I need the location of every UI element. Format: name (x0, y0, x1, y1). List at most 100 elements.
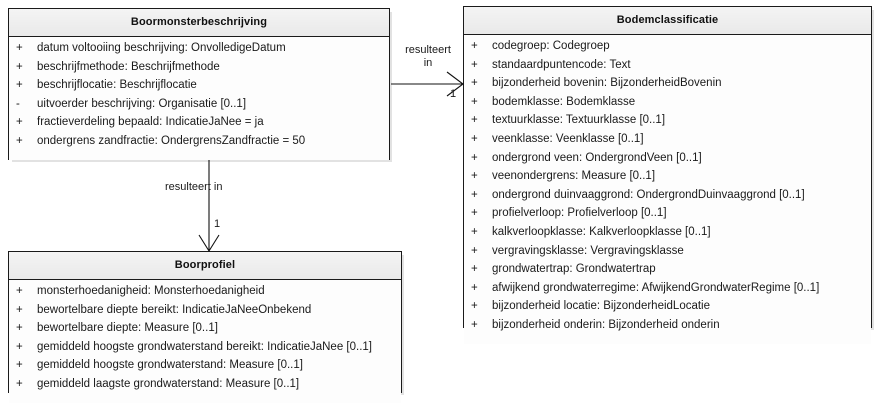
visibility-marker: + (16, 116, 23, 129)
attribute-text: beschrijflocatie: Beschrijflocatie (37, 79, 197, 92)
attribute-row: + veenklasse: Veenklasse [0..1] (464, 133, 871, 152)
visibility-marker: - (16, 97, 20, 110)
attribute-text: vergravingsklasse: Vergravingsklasse (492, 244, 684, 257)
attribute-text: uitvoerder beschrijving: Organisatie [0.… (37, 97, 247, 110)
visibility-marker: + (471, 318, 478, 331)
attribute-row: + beschrijflocatie: Beschrijflocatie (9, 79, 389, 98)
attribute-row: + profielverloop: Profielverloop [0..1] (464, 207, 871, 226)
attribute-text: ondergrond duinvaaggrond: OndergrondDuin… (492, 188, 805, 201)
visibility-marker: + (16, 134, 23, 147)
visibility-marker: + (16, 377, 23, 390)
visibility-marker: + (471, 263, 478, 276)
association-multiplicity-horizontal: 1 (450, 88, 457, 100)
attribute-text: bewortelbare diepte: Measure [0..1] (37, 322, 218, 335)
visibility-marker: + (471, 40, 478, 52)
attribute-text: gemiddeld hoogste grondwaterstand: Measu… (37, 359, 303, 372)
class-title-boorprofiel: Boorprofiel (9, 252, 401, 280)
visibility-marker: + (471, 225, 478, 238)
visibility-marker: + (471, 95, 478, 108)
attribute-row: + bewortelbare diepte: Measure [0..1] (9, 322, 401, 341)
visibility-marker: + (16, 285, 23, 297)
visibility-marker: + (471, 151, 478, 164)
attribute-text: bodemklasse: Bodemklasse (492, 95, 636, 108)
attribute-text: standaardpuntencode: Text (492, 58, 631, 71)
association-label-horizontal-line1: resulteert (405, 44, 451, 56)
attribute-text: afwijkend grondwaterregime: AfwijkendGro… (492, 281, 820, 294)
visibility-marker: + (471, 58, 478, 71)
visibility-marker: + (16, 79, 23, 92)
attribute-text: bijzonderheid onderin: Bijzonderheid ond… (492, 318, 720, 331)
attribute-row: + ondergrens zandfractie: OndergrensZand… (9, 135, 389, 154)
class-title-bodemclassificatie: Bodemclassificatie (464, 7, 871, 35)
attribute-row: + datum voltooiing beschrijving: Onvolle… (9, 42, 389, 61)
attribute-row: + bijzonderheid locatie: BijzonderheidLo… (464, 300, 871, 319)
visibility-marker: + (16, 42, 23, 54)
attribute-text: gemiddeld laagste grondwaterstand: Measu… (37, 377, 300, 390)
attribute-text: datum voltooiing beschrijving: Onvolledi… (37, 42, 286, 54)
visibility-marker: + (471, 188, 478, 201)
attribute-text: textuurklasse: Textuurklasse [0..1] (492, 114, 666, 127)
visibility-marker: + (16, 359, 23, 372)
visibility-marker: + (16, 60, 23, 73)
attribute-row: + grondwatertrap: Grondwatertrap (464, 263, 871, 282)
visibility-marker: + (471, 114, 478, 127)
attribute-text: kalkverloopklasse: Kalkverloopklasse [0.… (492, 225, 711, 238)
class-box-boorprofiel[interactable]: Boorprofiel + monsterhoedanigheid: Monst… (8, 251, 402, 403)
association-label-vertical: resulteert in (165, 181, 223, 193)
visibility-marker: + (471, 77, 478, 90)
class-box-boormonsterbeschrijving[interactable]: Boormonsterbeschrijving + datum voltooii… (8, 8, 390, 160)
visibility-marker: + (16, 303, 23, 316)
attribute-row: + beschrijfmethode: Beschrijfmethode (9, 61, 389, 80)
attribute-row: + ondergrond duinvaaggrond: OndergrondDu… (464, 189, 871, 208)
attribute-row: + bewortelbare diepte bereikt: Indicatie… (9, 304, 401, 323)
attribute-row: - uitvoerder beschrijving: Organisatie [… (9, 98, 389, 117)
association-label-horizontal-line2: in (423, 57, 433, 69)
visibility-marker: + (471, 300, 478, 313)
attribute-row: + monsterhoedanigheid: Monsterhoedanighe… (9, 285, 401, 304)
visibility-marker: + (16, 322, 23, 335)
attribute-row: + fractieverdeling bepaald: IndicatieJaN… (9, 116, 389, 135)
attribute-text: grondwatertrap: Grondwatertrap (492, 263, 656, 276)
visibility-marker: + (471, 132, 478, 145)
attribute-row: + gemiddeld hoogste grondwaterstand: Mea… (9, 359, 401, 378)
attribute-text: fractieverdeling bepaald: IndicatieJaNee… (37, 116, 264, 129)
attribute-text: bewortelbare diepte bereikt: IndicatieJa… (37, 303, 312, 316)
attribute-text: codegroep: Codegroep (492, 40, 610, 52)
class-title-boormonsterbeschrijving: Boormonsterbeschrijving (9, 9, 389, 37)
class-box-bodemclassificatie[interactable]: Bodemclassificatie + codegroep: Codegroe… (463, 6, 872, 344)
open-arrow-down-icon (198, 234, 220, 253)
attribute-text: bijzonderheid locatie: BijzonderheidLoca… (492, 300, 711, 313)
attribute-text: gemiddeld hoogste grondwaterstand bereik… (37, 340, 372, 353)
visibility-marker: + (471, 170, 478, 183)
attribute-text: profielverloop: Profielverloop [0..1] (492, 207, 667, 220)
visibility-marker: + (471, 281, 478, 294)
class-attributes-bodemclassificatie: + codegroep: Codegroep + standaardpunten… (464, 35, 871, 344)
attribute-text: beschrijfmethode: Beschrijfmethode (37, 60, 220, 73)
visibility-marker: + (471, 207, 478, 220)
class-attributes-boorprofiel: + monsterhoedanigheid: Monsterhoedanighe… (9, 280, 401, 403)
attribute-row: + ondergrond veen: OndergrondVeen [0..1] (464, 152, 871, 171)
attribute-row: + gemiddeld laagste grondwaterstand: Mea… (9, 378, 401, 397)
attribute-row: + gemiddeld hoogste grondwaterstand bere… (9, 341, 401, 360)
attribute-text: ondergrond veen: OndergrondVeen [0..1] (492, 151, 702, 164)
attribute-text: bijzonderheid bovenin: BijzonderheidBove… (492, 77, 722, 90)
attribute-row: + veenondergrens: Measure [0..1] (464, 170, 871, 189)
association-multiplicity-vertical: 1 (214, 218, 221, 230)
attribute-row: + bodemklasse: Bodemklasse (464, 96, 871, 115)
visibility-marker: + (16, 340, 23, 353)
class-attributes-boormonsterbeschrijving: + datum voltooiing beschrijving: Onvolle… (9, 37, 389, 160)
attribute-text: monsterhoedanigheid: Monsterhoedanigheid (37, 285, 265, 297)
attribute-text: ondergrens zandfractie: OndergrensZandfr… (37, 134, 306, 147)
visibility-marker: + (471, 244, 478, 257)
attribute-row: + standaardpuntencode: Text (464, 59, 871, 78)
attribute-row: + kalkverloopklasse: Kalkverloopklasse [… (464, 226, 871, 245)
attribute-row: + vergravingsklasse: Vergravingsklasse (464, 245, 871, 264)
attribute-row: + afwijkend grondwaterregime: AfwijkendG… (464, 282, 871, 301)
attribute-row: + textuurklasse: Textuurklasse [0..1] (464, 114, 871, 133)
attribute-row: + bijzonderheid onderin: Bijzonderheid o… (464, 319, 871, 338)
attribute-row: + bijzonderheid bovenin: BijzonderheidBo… (464, 77, 871, 96)
attribute-row: + codegroep: Codegroep (464, 40, 871, 59)
attribute-text: veenklasse: Veenklasse [0..1] (492, 132, 644, 145)
association-label-horizontal: resulteert in (399, 44, 457, 70)
